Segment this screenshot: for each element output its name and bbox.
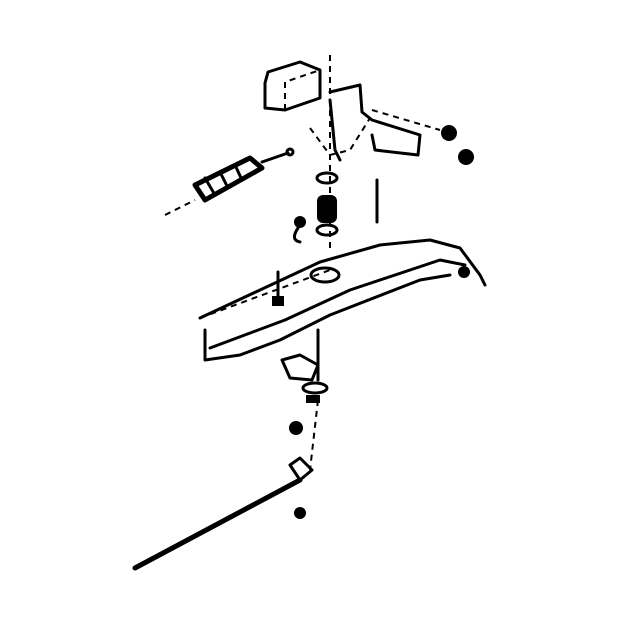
bushing-stack: [315, 171, 339, 237]
clip-icon: [294, 216, 306, 228]
mounting-block: [263, 60, 322, 112]
spring: [164, 147, 295, 216]
clip-hook: [293, 226, 302, 244]
pivot-bracket: [309, 83, 422, 162]
nut-icon: [458, 149, 474, 165]
axis-line: [371, 109, 441, 131]
nut-icon: [441, 125, 457, 141]
control-rod: [132, 477, 303, 571]
lower-pivot-stack: [280, 328, 329, 519]
main-arm: [198, 238, 487, 362]
bolt: [272, 270, 284, 306]
